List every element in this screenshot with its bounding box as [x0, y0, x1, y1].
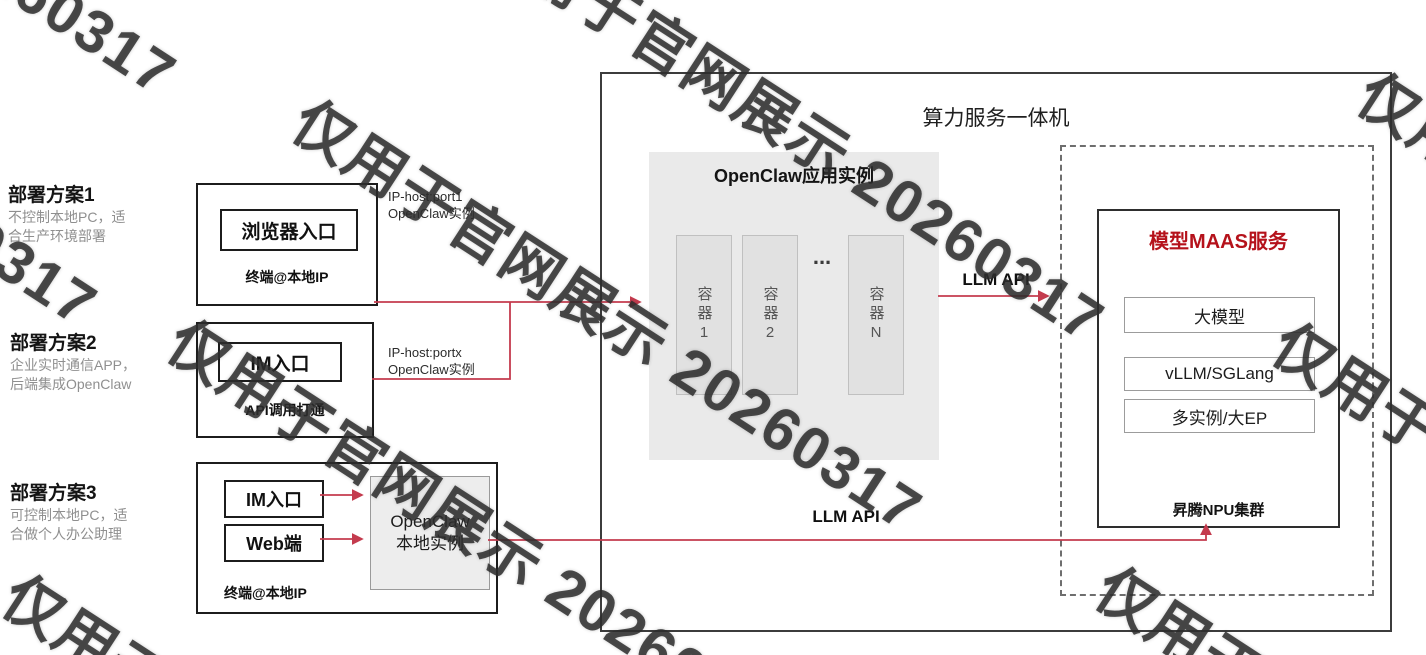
plan3-title: 部署方案3: [10, 483, 97, 504]
openclaw-app-title: OpenClaw应用实例: [713, 166, 874, 186]
plan2-desc-line1: 企业实时通信APP，: [10, 357, 137, 373]
plan2-title: 部署方案2: [10, 333, 97, 354]
llm-api-top-label: LLM API: [962, 270, 1030, 289]
plan1-box: 浏览器入口 终端@本地IP: [196, 183, 378, 306]
container-n-label: 容器N: [867, 285, 885, 345]
watermark-text: 仅用于官网展示 20260317: [0, 0, 109, 340]
server-title: 算力服务一体机: [922, 107, 1070, 130]
npu-dashed-zone: 模型MAAS服务 大模型 vLLM/SGLang 多实例/大EP 昇腾NPU集群: [1060, 145, 1374, 596]
maas-item-model: 大模型: [1124, 297, 1315, 333]
plan2-footer: API调用打通: [245, 402, 325, 418]
watermark-text: 仅用于官网展示 20260317: [0, 0, 196, 113]
container-n-box: 容器N: [848, 235, 904, 395]
container-1-label: 容器1: [695, 285, 713, 345]
connector-label-portx-line2: OpenClaw实例: [388, 362, 475, 377]
container-2-box: 容器2: [742, 235, 798, 395]
plan1-title: 部署方案1: [8, 185, 95, 206]
plan3-local-instance-box: OpenClaw 本地实例: [370, 476, 490, 590]
maas-item-multi-instance: 多实例/大EP: [1124, 399, 1315, 433]
plan1-desc-line1: 不控制本地PC，适: [8, 209, 126, 225]
maas-title: 模型MAAS服务: [1149, 231, 1288, 253]
plan1-desc-line2: 合生产环境部署: [8, 228, 106, 244]
plan3-desc-line1: 可控制本地PC，适: [10, 507, 128, 523]
container-ellipsis: ...: [812, 244, 832, 269]
plan1-description: 不控制本地PC，适 合生产环境部署: [8, 208, 125, 246]
maas-footer-npu-cluster: 昇腾NPU集群: [1172, 502, 1265, 519]
plan2-description: 企业实时通信APP， 后端集成OpenClaw: [10, 356, 136, 394]
plan1-footer: 终端@本地IP: [245, 269, 329, 285]
connector-label-portx: IP-host:portx OpenClaw实例: [388, 344, 475, 378]
plan3-desc-line2: 合做个人办公助理: [10, 526, 122, 542]
plan2-desc-line2: 后端集成OpenClaw: [10, 376, 132, 392]
maas-item-vllm-sglang: vLLM/SGLang: [1124, 357, 1315, 391]
plan3-im-entry-box: IM入口: [224, 480, 324, 518]
connector-label-port1-line1: IP-host:port1: [388, 189, 463, 204]
plan3-box: IM入口 Web端 OpenClaw 本地实例 终端@本地IP: [196, 462, 498, 614]
local-instance-line1: OpenClaw: [390, 512, 470, 531]
compute-server-box: 算力服务一体机 OpenClaw应用实例 容器1 容器2 ... 容器N LLM…: [600, 72, 1392, 632]
plan3-description: 可控制本地PC，适 合做个人办公助理: [10, 506, 127, 544]
local-instance-line2: 本地实例: [396, 534, 464, 553]
connector-label-portx-line1: IP-host:portx: [388, 345, 462, 360]
plan3-footer: 终端@本地IP: [224, 585, 307, 601]
container-2-label: 容器2: [761, 285, 779, 345]
plan3-web-entry-box: Web端: [224, 524, 324, 562]
llm-api-bottom-label: LLM API: [812, 507, 880, 526]
connector-label-port1: IP-host:port1 OpenClaw实例: [388, 188, 475, 222]
connector-label-port1-line2: OpenClaw实例: [388, 206, 475, 221]
container-1-box: 容器1: [676, 235, 732, 395]
plan1-browser-entry-box: 浏览器入口: [220, 209, 358, 251]
openclaw-app-box: OpenClaw应用实例 容器1 容器2 ... 容器N: [649, 152, 939, 460]
plan2-im-entry-box: IM入口: [218, 342, 342, 382]
maas-service-box: 模型MAAS服务 大模型 vLLM/SGLang 多实例/大EP 昇腾NPU集群: [1097, 209, 1340, 528]
plan2-box: IM入口 API调用打通: [196, 322, 374, 438]
